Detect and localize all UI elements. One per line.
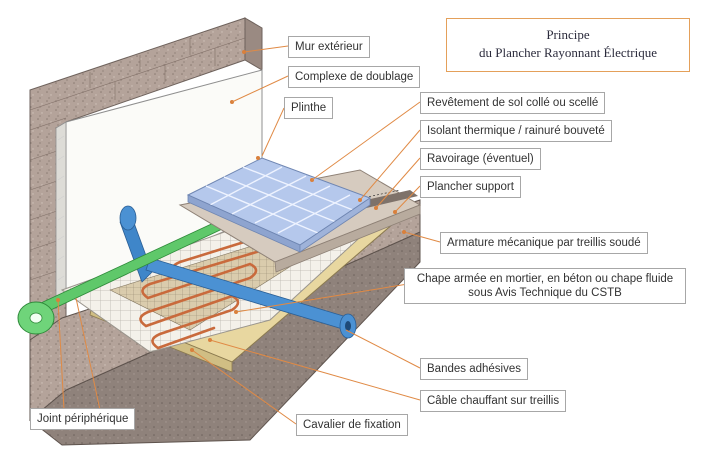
- label-screed: Chape armée en mortier, en béton ou chap…: [404, 268, 686, 304]
- title-line-1: Principe: [546, 27, 590, 42]
- label-leveling-layer: Ravoirage (éventuel): [420, 148, 541, 170]
- label-heating-cable: Câble chauffant sur treillis: [420, 390, 567, 412]
- leader-dots: [56, 50, 406, 352]
- label-exterior-wall: Mur extérieur: [288, 36, 370, 58]
- label-adhesive-strips: Bandes adhésives: [420, 358, 528, 380]
- tile-covering: [186, 156, 372, 253]
- label-skirting: Plinthe: [284, 97, 334, 119]
- label-floor-covering: Revêtement de sol collé ou scellé: [420, 92, 606, 114]
- label-lining-complex: Complexe de doublage: [288, 66, 421, 88]
- title-line-2: du Plancher Rayonnant Électrique: [479, 45, 657, 60]
- leader-lines: [57, 45, 441, 425]
- label-thermal-insulation: Isolant thermique / rainuré bouveté: [420, 120, 612, 142]
- label-reinforcement-mesh: Armature mécanique par treillis soudé: [440, 232, 648, 254]
- diagram-title: Principe du Plancher Rayonnant Électriqu…: [446, 18, 690, 72]
- label-perimeter-joint: Joint périphérique: [30, 408, 136, 430]
- label-support-floor: Plancher support: [420, 176, 521, 198]
- label-fixing-clip: Cavalier de fixation: [296, 414, 408, 436]
- perimeter-joint: [17, 207, 255, 335]
